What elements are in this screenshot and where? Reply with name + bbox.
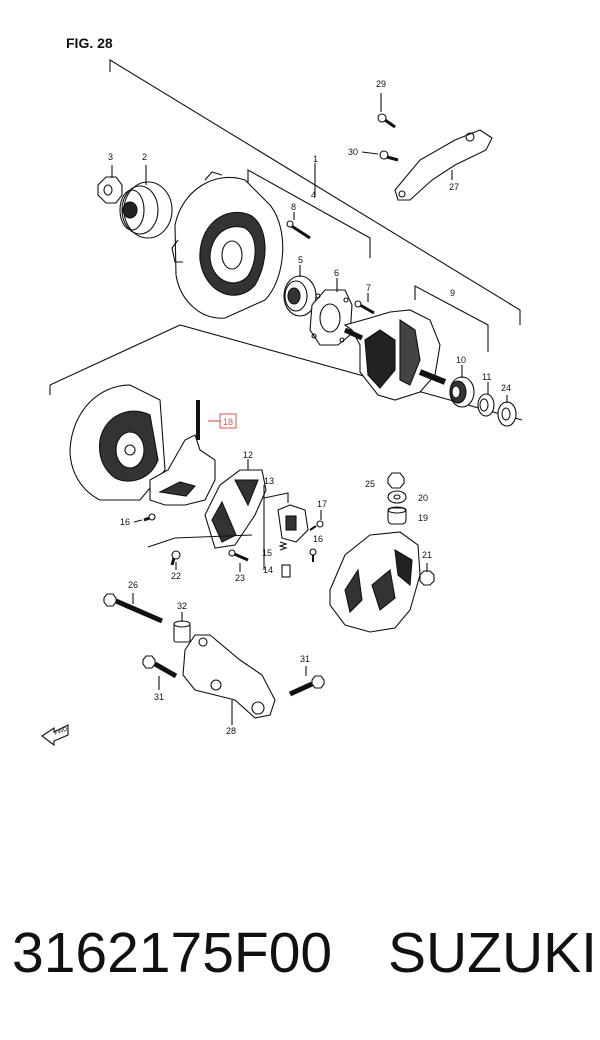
callout-31-b: 31 bbox=[300, 654, 310, 664]
callout-16-b: 16 bbox=[313, 534, 323, 544]
callout-31: 31 bbox=[154, 692, 164, 702]
callout-labels: 1 2 3 4 5 6 7 8 9 10 11 12 13 14 15 16 1… bbox=[108, 79, 511, 736]
regulator-screw-2 bbox=[228, 549, 249, 562]
bearing-cover bbox=[477, 393, 495, 417]
holder-screw-2 bbox=[309, 548, 317, 562]
callout-21: 21 bbox=[422, 550, 432, 560]
callout-13: 13 bbox=[264, 476, 274, 486]
callout-4: 4 bbox=[311, 190, 316, 200]
bracket-bolt-2 bbox=[379, 150, 399, 162]
callout-22: 22 bbox=[171, 571, 181, 581]
rear-cover bbox=[329, 531, 421, 633]
callout-6: 6 bbox=[334, 268, 339, 278]
regulator-screw bbox=[170, 550, 181, 566]
long-bolt bbox=[103, 593, 163, 624]
callout-30: 30 bbox=[348, 147, 358, 157]
voltage-regulator bbox=[204, 469, 267, 549]
drive-end-housing bbox=[171, 171, 284, 319]
holder-screw bbox=[309, 520, 324, 531]
adjusting-bracket bbox=[394, 129, 493, 201]
rear-end-housing bbox=[69, 384, 166, 501]
mount-bolt bbox=[142, 655, 178, 679]
mount-bolt-2 bbox=[288, 675, 325, 697]
callout-19: 19 bbox=[418, 513, 428, 523]
callout-3: 3 bbox=[108, 152, 113, 162]
cover-nut bbox=[419, 570, 435, 586]
callout-26: 26 bbox=[128, 580, 138, 590]
terminal-insulator bbox=[387, 506, 407, 525]
callout-8: 8 bbox=[291, 202, 296, 212]
pulley bbox=[119, 181, 173, 239]
stud-bolt bbox=[286, 220, 311, 240]
fwd-label: FWD bbox=[54, 726, 70, 737]
fwd-arrow-icon: FWD bbox=[41, 724, 70, 747]
pulley-nut bbox=[97, 176, 123, 204]
callout-25: 25 bbox=[365, 479, 375, 489]
callout-23: 23 bbox=[235, 573, 245, 583]
screw bbox=[354, 300, 375, 315]
callout-29: 29 bbox=[376, 79, 386, 89]
callout-7: 7 bbox=[366, 283, 371, 293]
exploded-parts-diagram: FIG. 28 bbox=[41, 35, 523, 747]
callout-5: 5 bbox=[298, 255, 303, 265]
rotor bbox=[343, 309, 447, 401]
washer bbox=[497, 401, 517, 427]
assembly-frame-lines bbox=[49, 59, 523, 421]
callout-17: 17 bbox=[317, 499, 327, 509]
callout-16: 16 bbox=[120, 517, 130, 527]
callout-20: 20 bbox=[418, 493, 428, 503]
bearing-rear bbox=[449, 376, 475, 408]
part-number: 3162175F00 bbox=[12, 921, 333, 985]
callout-28: 28 bbox=[226, 726, 236, 736]
callout-27: 27 bbox=[449, 182, 459, 192]
rectifier-screw bbox=[143, 513, 156, 522]
footer bbox=[0, 865, 600, 1040]
callout-15: 15 bbox=[262, 548, 272, 558]
brush-holder bbox=[277, 504, 309, 543]
mounting-bracket bbox=[182, 634, 276, 719]
callout-1: 1 bbox=[313, 154, 318, 164]
brand-name: SUZUKI bbox=[388, 921, 598, 985]
callout-2: 2 bbox=[142, 152, 147, 162]
callout-10: 10 bbox=[456, 355, 466, 365]
callout-24: 24 bbox=[501, 383, 511, 393]
callout-12: 12 bbox=[243, 450, 253, 460]
brush-spring bbox=[278, 541, 291, 578]
callout-32: 32 bbox=[177, 601, 187, 611]
callout-14: 14 bbox=[263, 565, 273, 575]
sleeve bbox=[173, 620, 191, 643]
callout-9: 9 bbox=[450, 288, 455, 298]
terminal-nut bbox=[387, 472, 405, 489]
retainer-plate bbox=[309, 289, 353, 346]
callout-18: 18 bbox=[223, 417, 233, 427]
bearing-front bbox=[283, 275, 317, 317]
callout-11: 11 bbox=[482, 372, 491, 382]
bracket-bolt bbox=[377, 113, 396, 129]
rectifier bbox=[149, 400, 216, 506]
terminal-washer bbox=[387, 490, 407, 504]
figure-label: FIG. 28 bbox=[66, 35, 113, 51]
